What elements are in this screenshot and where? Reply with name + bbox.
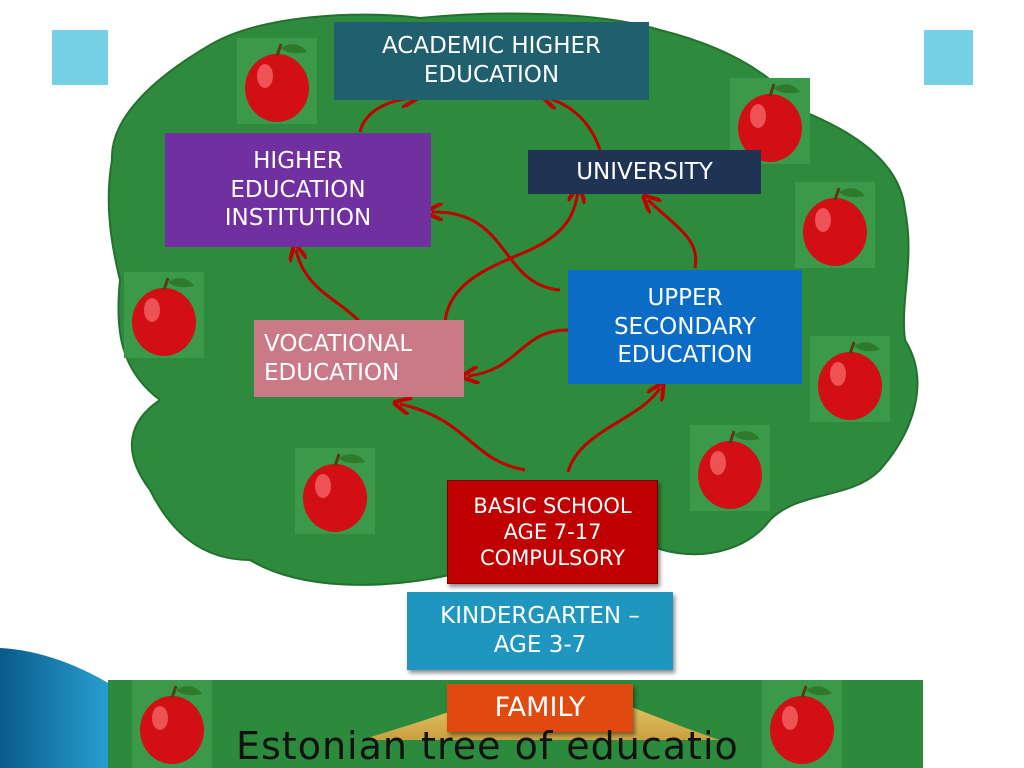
- apple-icon: [810, 336, 890, 422]
- arrow-upper-to-university: [648, 200, 698, 269]
- family-box: FAMILY: [447, 684, 633, 732]
- kindergarten-label: KINDERGARTEN – AGE 3-7: [440, 603, 640, 658]
- accent-square-right: [924, 30, 973, 85]
- apple-icon: [795, 182, 875, 268]
- apple-icons: [124, 38, 890, 768]
- vocational-education-label: VOCATIONAL EDUCATION: [264, 330, 413, 386]
- swoosh-decoration: [0, 648, 120, 768]
- apple-icon: [237, 38, 317, 124]
- arrow-university-to-academic: [548, 98, 602, 151]
- kindergarten-box: KINDERGARTEN – AGE 3-7: [407, 592, 673, 670]
- accent-square-left: [52, 30, 108, 85]
- apple-icon: [295, 448, 375, 534]
- basic-school-box: BASIC SCHOOL AGE 7-17 COMPULSORY: [447, 480, 658, 584]
- diagram-caption: Estonian tree of educatio: [236, 724, 739, 768]
- basic-school-label: BASIC SCHOOL AGE 7-17 COMPULSORY: [473, 493, 632, 571]
- vocational-education-box: VOCATIONAL EDUCATION: [254, 320, 464, 397]
- apple-icon: [132, 680, 212, 768]
- apple-icon: [762, 680, 842, 768]
- apple-icon: [124, 272, 204, 358]
- arrow-upper-to-vocational: [468, 328, 569, 376]
- family-label: FAMILY: [494, 692, 586, 724]
- academic-higher-education-label: ACADEMIC HIGHER EDUCATION: [381, 33, 602, 88]
- apple-icon: [690, 425, 770, 511]
- upper-secondary-education-label: UPPER SECONDARY EDUCATION: [613, 284, 757, 369]
- arrow-basic-to-vocational: [400, 404, 526, 472]
- higher-education-institution-box: HIGHER EDUCATION INSTITUTION: [165, 133, 431, 247]
- arrow-basic-to-upper: [566, 388, 660, 473]
- higher-education-institution-label: HIGHER EDUCATION INSTITUTION: [224, 147, 372, 232]
- apple-icon: [730, 78, 810, 164]
- academic-higher-education-box: ACADEMIC HIGHER EDUCATION: [334, 22, 649, 100]
- university-label: UNIVERSITY: [576, 158, 713, 185]
- arrow-vocational-to-higher: [296, 250, 362, 324]
- flow-arrows: [296, 98, 698, 473]
- upper-secondary-education-box: UPPER SECONDARY EDUCATION: [568, 270, 802, 384]
- university-box: UNIVERSITY: [528, 150, 761, 194]
- arrow-vocational-to-university: [443, 192, 578, 323]
- arrow-upper-to-higher: [432, 212, 561, 292]
